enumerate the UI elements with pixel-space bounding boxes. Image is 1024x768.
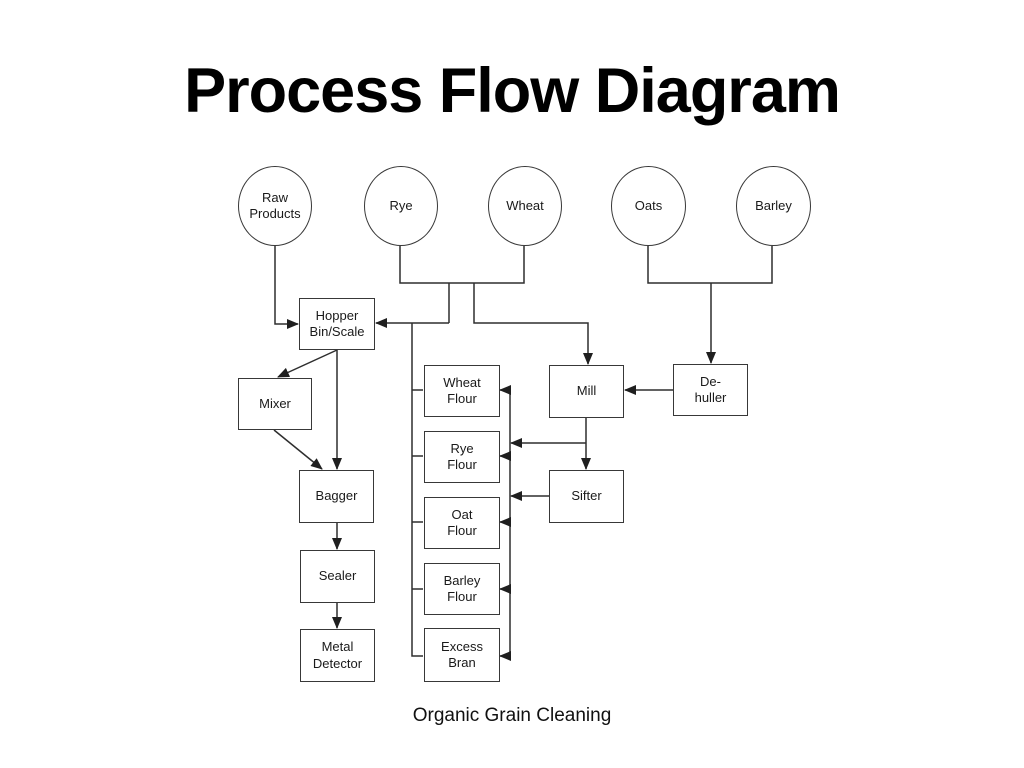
- node-oat-flour: Oat Flour: [424, 497, 500, 549]
- edge-rawproducts-hopper: [274, 246, 299, 329]
- node-wheat: Wheat: [488, 166, 562, 246]
- node-barley: Barley: [736, 166, 811, 246]
- node-metal-detector: Metal Detector: [300, 629, 375, 682]
- node-sealer: Sealer: [300, 550, 375, 603]
- node-rye-flour: Rye Flour: [424, 431, 500, 483]
- node-mill: Mill: [549, 365, 624, 418]
- edge-oats-barley-join: [647, 246, 773, 284]
- node-rye: Rye: [364, 166, 438, 246]
- node-sifter: Sifter: [549, 470, 624, 523]
- node-bagger: Bagger: [299, 470, 374, 523]
- edge-hopper-mixer: [277, 349, 338, 378]
- node-oats: Oats: [611, 166, 686, 246]
- page-title: Process Flow Diagram: [184, 56, 841, 126]
- edge-return-trunk-stubs: [412, 389, 423, 590]
- edge-return-trunk-left: [411, 323, 423, 657]
- edge-mixer-bagger: [273, 429, 323, 470]
- node-raw-products: Raw Products: [238, 166, 312, 246]
- edge-join-mill: [473, 283, 593, 365]
- diagram-caption: Organic Grain Cleaning: [412, 705, 612, 726]
- node-wheat-flour: Wheat Flour: [424, 365, 500, 417]
- node-mixer: Mixer: [238, 378, 312, 430]
- node-barley-flour: Barley Flour: [424, 563, 500, 615]
- node-hopper-bin-scale: Hopper Bin/Scale: [299, 298, 375, 350]
- node-de-huller: De- huller: [673, 364, 748, 416]
- node-excess-bran: Excess Bran: [424, 628, 500, 682]
- edge-rye-wheat-join: [399, 246, 525, 284]
